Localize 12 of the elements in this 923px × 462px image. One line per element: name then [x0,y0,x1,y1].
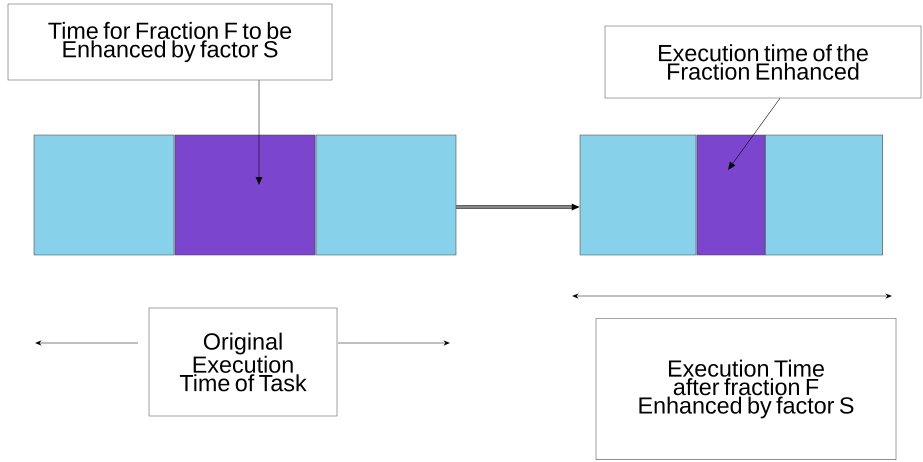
bar-segment [696,134,766,256]
text-box: Time for Fraction F to be Enhanced by factor S [8,4,332,80]
bar-segment [34,134,174,256]
arrow [256,80,262,185]
bar-segment [580,134,696,256]
bar-segment [316,134,456,256]
text-box: Execution time of the Fraction Enhanced [604,26,922,98]
bar-segment [174,134,316,256]
bar-segment [765,134,883,256]
text-box: Execution Time after fraction F Enhanced by factor S [596,318,896,460]
text-box: Original Execution Time of Task [148,308,338,416]
arrow [728,98,780,170]
